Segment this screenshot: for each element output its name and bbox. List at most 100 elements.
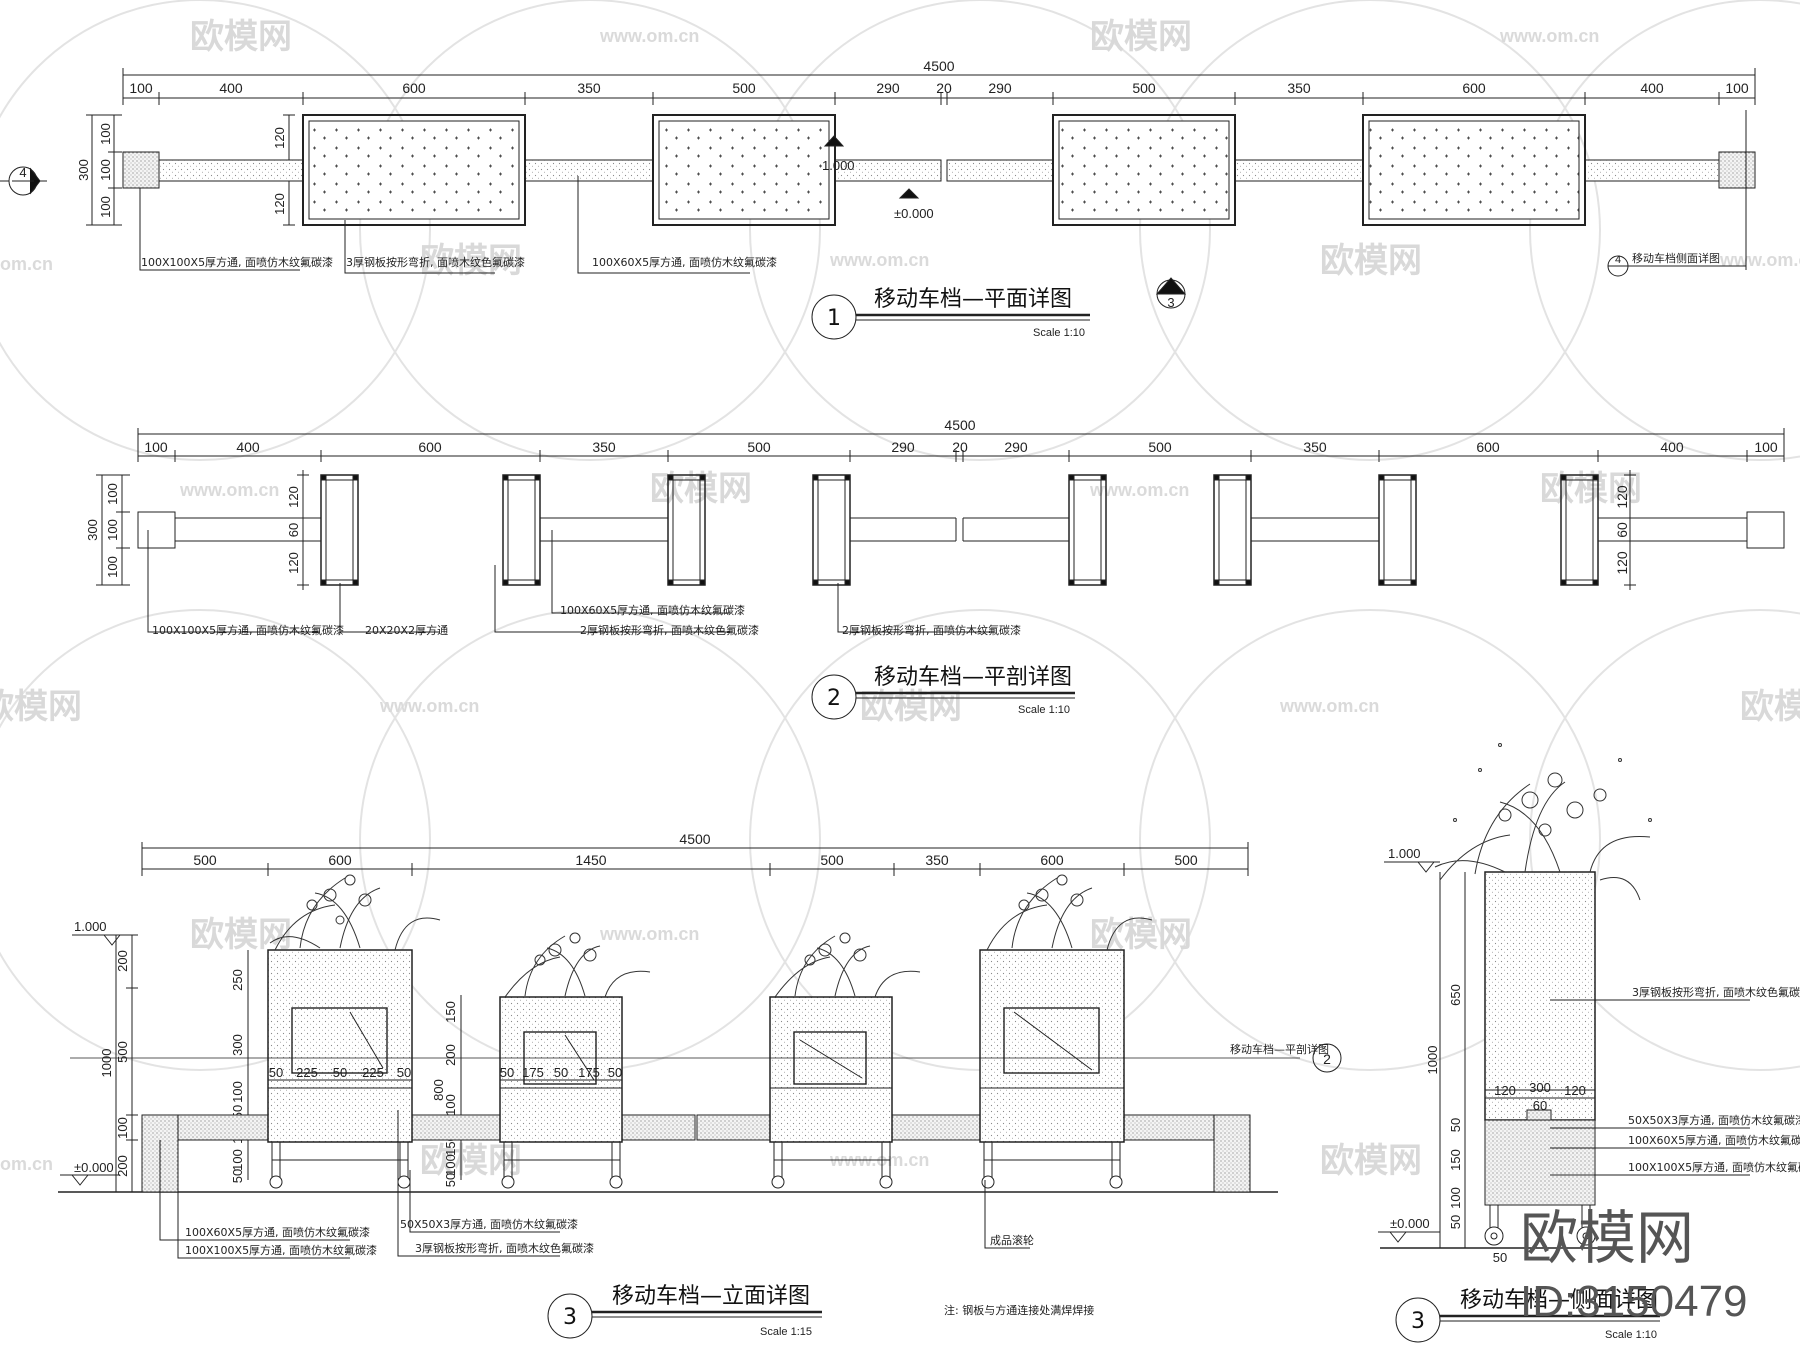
dim-ticks bbox=[122, 68, 1756, 105]
section-number: 4 bbox=[19, 165, 26, 180]
planter-plan bbox=[652, 114, 836, 226]
view-title-block: 1 移动车档—平面详图 Scale 1:10 bbox=[811, 287, 1090, 340]
dim-label: 600 bbox=[1040, 852, 1064, 868]
watermark-url: www.om.cn bbox=[1719, 250, 1800, 270]
level-marker bbox=[1389, 1231, 1407, 1243]
dim-label: 290 bbox=[1004, 439, 1028, 455]
level-marker bbox=[71, 1174, 89, 1186]
section-frame bbox=[667, 474, 706, 586]
inner-dim-label: 100 bbox=[443, 1154, 458, 1176]
view1-plan: 4500 100 400 600 350 500 290 20 290 500 … bbox=[0, 58, 1756, 340]
watermark-cn: 欧模网 bbox=[420, 1141, 522, 1181]
left-dim-label: 100 bbox=[98, 123, 113, 145]
inner-dim-label: 120 bbox=[1614, 551, 1630, 575]
dim-label: 50 bbox=[554, 1065, 568, 1080]
planter-elevation-big bbox=[979, 949, 1125, 1189]
left-dim-label: 100 bbox=[1448, 1187, 1463, 1209]
view-title: 移动车档—立面详图 bbox=[612, 1284, 810, 1309]
left-total-label: 300 bbox=[76, 159, 91, 181]
watermark-cn: 欧模网 bbox=[1090, 17, 1192, 57]
watermark-url: om.cn bbox=[0, 1154, 53, 1174]
left-dim-label: 100 bbox=[115, 1117, 130, 1139]
dim-label: 290 bbox=[988, 80, 1012, 96]
section-frame bbox=[812, 474, 851, 586]
annotation-note: 50X50X3厚方通, 面喷仿木纹氟碳漆 bbox=[400, 1217, 578, 1231]
level-label: ±0.000 bbox=[74, 1160, 114, 1175]
dim-label: 20 bbox=[936, 80, 952, 96]
level-marker bbox=[1417, 861, 1435, 873]
segment-dim-labels: 100 400 600 350 500 290 20 290 500 350 6… bbox=[144, 439, 1778, 455]
watermark-url: www.om.cn bbox=[599, 924, 699, 944]
watermark-cn: 欧模网 bbox=[1320, 1141, 1422, 1181]
detail-ref-note: 移动车档侧面详图 bbox=[1632, 251, 1720, 265]
inner-dim-label: 120 bbox=[286, 486, 301, 508]
dim-label: 175 bbox=[578, 1065, 600, 1080]
left-dim-label: 100 bbox=[105, 519, 120, 541]
dim-label: 500 bbox=[1148, 439, 1172, 455]
inner-dim-label: 250 bbox=[230, 969, 245, 991]
level-label: ±0.000 bbox=[894, 206, 934, 221]
dim-ticks bbox=[137, 428, 1785, 462]
dim-label: 350 bbox=[1287, 80, 1311, 96]
annotation-note: 100X60X5厚方通, 面喷仿木纹氟碳漆 bbox=[185, 1225, 370, 1239]
watermark-url: www.om.cn bbox=[1499, 26, 1599, 46]
left-dim-label: 200 bbox=[115, 950, 130, 972]
dim-label: 50 bbox=[397, 1065, 411, 1080]
annotation-note: 2厚钢板按形弯折, 面喷木纹色氟碳漆 bbox=[580, 623, 759, 637]
watermark-url: www.om.cn bbox=[379, 696, 479, 716]
left-dim-label: 500 bbox=[115, 1041, 130, 1063]
watermark-cn: 欧模网 bbox=[0, 687, 82, 727]
level-marker bbox=[103, 934, 121, 946]
dim-label: 175 bbox=[522, 1065, 544, 1080]
watermark-url: www.om.cn bbox=[1279, 696, 1379, 716]
view3-elevation: 4500 500 600 1450 500 350 600 500 1.000 … bbox=[58, 831, 1342, 1339]
brand-id: ID:3150479 bbox=[1520, 1277, 1748, 1326]
annotation-note: 3厚钢板按形弯折, 面喷木纹色氟碳漆 bbox=[1632, 985, 1800, 999]
dim-label: 500 bbox=[1174, 852, 1198, 868]
left-dim-label: 200 bbox=[115, 1155, 130, 1177]
leader-line bbox=[837, 583, 990, 633]
annotation-note: 100X100X5厚方通, 面喷仿木纹氟碳漆 bbox=[152, 623, 344, 637]
inner-dim-label: 120 bbox=[1614, 485, 1630, 509]
dim-label: 100 bbox=[1725, 80, 1749, 96]
tube-bar bbox=[1234, 159, 1364, 182]
planter-plan bbox=[1052, 114, 1236, 226]
left-dim-label: 150 bbox=[1448, 1149, 1463, 1171]
dim-label: 500 bbox=[747, 439, 771, 455]
planter-elevation-big bbox=[267, 949, 413, 1189]
end-post bbox=[137, 511, 176, 549]
dim-label: 50 bbox=[333, 1065, 347, 1080]
left-dim-label: 100 bbox=[98, 159, 113, 181]
view-scale: Scale 1:15 bbox=[760, 1326, 812, 1338]
dim-label: 400 bbox=[1660, 439, 1684, 455]
inner-dim-label: 100 bbox=[443, 1094, 458, 1116]
level-label: ±0.000 bbox=[1390, 1216, 1430, 1231]
leader-line bbox=[147, 530, 320, 633]
dim-label: 50 bbox=[500, 1065, 514, 1080]
detail-ref-number: 4 bbox=[1615, 254, 1621, 266]
view-title-block: 2 移动车档—平剖详图 Scale 1:10 bbox=[811, 665, 1075, 720]
tube-bar bbox=[524, 159, 654, 182]
annotation-note: 50X50X3厚方通, 面喷仿木纹氟碳漆 bbox=[1628, 1113, 1800, 1127]
annotation-note: 3厚钢板按形弯折, 面喷木纹色氟碳漆 bbox=[346, 255, 525, 269]
section-cut-note: 移动车档—平剖详图 bbox=[1230, 1042, 1329, 1056]
level-label: 1.000 bbox=[1388, 846, 1421, 861]
side-dim-label: 120 bbox=[272, 193, 287, 215]
dim-label: 350 bbox=[592, 439, 616, 455]
view-title: 移动车档—平面详图 bbox=[874, 287, 1072, 312]
dim-label: 290 bbox=[876, 80, 900, 96]
left-dim-label: 100 bbox=[105, 483, 120, 505]
leader-line bbox=[139, 188, 300, 271]
inner-dim-label: 150 bbox=[443, 1001, 458, 1023]
section-frame bbox=[502, 474, 541, 586]
dim-label: 1450 bbox=[575, 852, 606, 868]
annotation-note: 100X60X5厚方通, 面喷仿木纹氟碳漆 bbox=[592, 255, 777, 269]
planter-plan bbox=[1362, 114, 1586, 226]
view2-plan-section: 4500 100 400 600 350 500 290 20 290 500 … bbox=[85, 417, 1785, 720]
dim-label: 600 bbox=[328, 852, 352, 868]
dim-label: 100 bbox=[129, 80, 153, 96]
inner-dim-label: 800 bbox=[431, 1079, 446, 1101]
brand-stamp: 欧模网 ID:3150479 bbox=[1520, 1204, 1748, 1326]
detail-ref-bubble: 4 bbox=[1607, 254, 1629, 277]
inner-dim-label: 50 bbox=[230, 1169, 245, 1183]
